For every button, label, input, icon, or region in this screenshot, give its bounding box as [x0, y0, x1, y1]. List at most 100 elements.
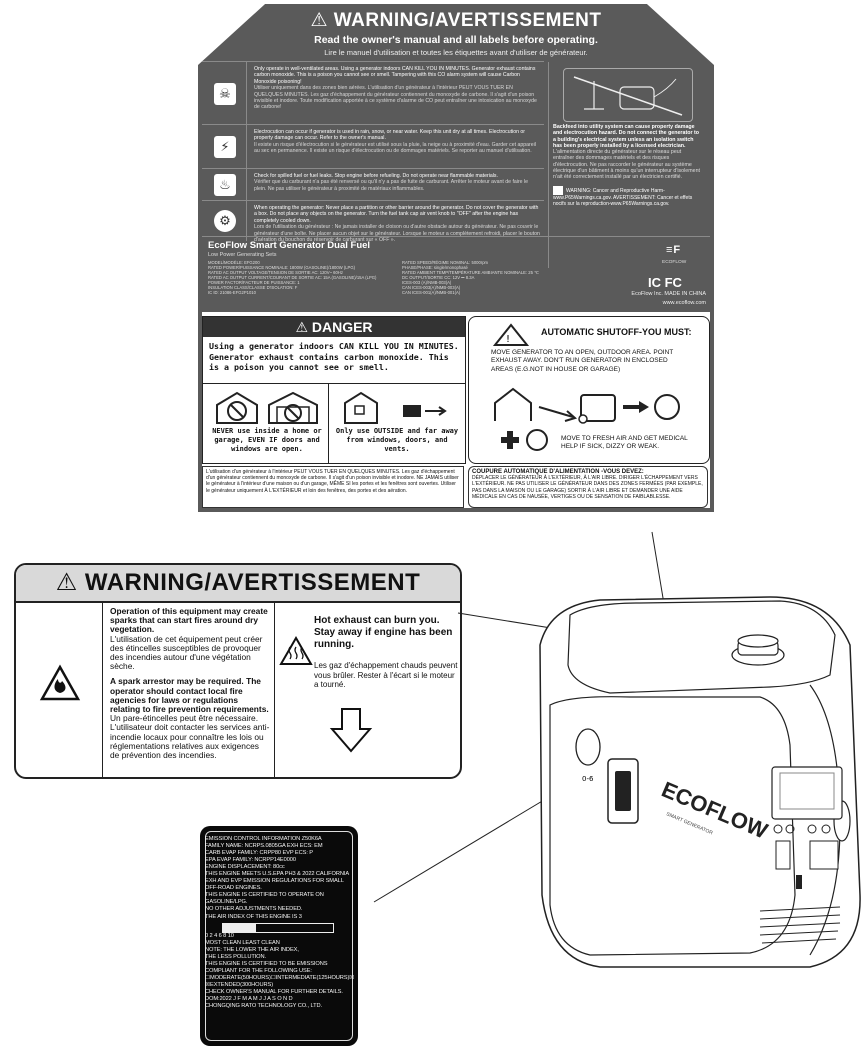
warning-triangle-icon	[553, 186, 563, 195]
svg-text:!: !	[506, 334, 510, 345]
fire-icon: ♨	[214, 174, 236, 196]
emission-line: THIS ENGINE IS CERTIFIED TO BE EMISSIONS	[205, 961, 328, 967]
emission-line: THE AIR INDEX OF THIS ENGINE IS 3	[205, 914, 302, 920]
arrestor-warning-fr: Un pare-étincelles peut être nécessaire.…	[110, 713, 270, 761]
ecoflow-logo-icon: ≡F	[666, 244, 682, 256]
emission-line: DOM:2022 J F M A M J J A S O N D	[205, 996, 293, 1002]
warning-title: ⚠ WARNING/AVERTISSEMENT	[310, 10, 602, 31]
spec-line: RATED SPEED/RÉGIME NOMINAL: 5000rpm	[402, 260, 489, 265]
spec-line: MODEL/MODÈLE: EFG200	[208, 260, 260, 265]
danger-never-text: NEVER use inside a home or garage, EVEN …	[212, 427, 322, 453]
hot-surface-icon	[279, 635, 313, 665]
hazard-text-fr: Vérifier que du carburant n'a pas été re…	[254, 179, 529, 192]
danger-title: ⚠ DANGER	[203, 317, 465, 337]
spark-label-header: ⚠ WARNING/AVERTISSEMENT	[16, 565, 460, 603]
spec-line: CAN ICES-001(A)/NMB-001(A)	[402, 290, 461, 295]
spark-text-column: Operation of this equipment may create s…	[110, 606, 270, 761]
medical-help-icon	[501, 429, 548, 451]
no-indoor-house-icon	[216, 391, 318, 424]
spec-line: DC OUTPUT/SORTIE CC: 12V ⎓ 8.3A	[402, 275, 475, 280]
emission-line: MOST CLEAN LEAST CLEAN	[205, 940, 280, 946]
prop65-warning: WARNING: Cancer and Reproductive Harm-ww…	[553, 186, 703, 207]
made-in-text: EcoFlow Inc. MADE IN CHINA	[631, 291, 706, 297]
hazard-text-fr: Utiliser uniquement dans des zones bien …	[254, 85, 537, 111]
shutoff-fr-box: COUPURE AUTOMATIQUE D'ALIMENTATION -VOUS…	[468, 466, 708, 508]
specs-right: RATED SPEED/RÉGIME NOMINAL: 5000rpm PHAS…	[402, 260, 592, 295]
hazard-row-fire: ♨ Check for spilled fuel or fuel leaks. …	[202, 168, 544, 201]
spec-line: RATED AC OUTPUT CURRENT/COURANT DE SORTI…	[208, 275, 377, 280]
auto-shutoff-box: ! AUTOMATIC SHUTOFF-YOU MUST: MOVE GENER…	[468, 316, 710, 464]
hazard-row-barrier: ⚙ When operating the generator: Never pl…	[202, 200, 544, 244]
read-manual-fr: Lire le manuel d'utilisation et toutes l…	[324, 48, 588, 57]
emission-line: NO OTHER ADJUSTMENTS NEEDED.	[205, 906, 303, 912]
emission-line: CHECK OWNER'S MANUAL FOR FURTHER DETAILS…	[205, 989, 343, 995]
shutoff-text-2: MOVE TO FRESH AIR AND GET MEDICAL HELP I…	[561, 435, 688, 451]
spec-line: RATED AMBIENT TEMP/TEMPÉRATURE AMBIANTE …	[402, 270, 539, 275]
hazard-text-en: When operating the generator: Never plac…	[254, 205, 539, 224]
shutoff-text-1: MOVE GENERATOR TO AN OPEN, OUTDOOR AREA.…	[491, 349, 674, 373]
spec-line: PHASE/PHASE: single/monophasé	[402, 265, 468, 270]
emission-line: COMPLIANT FOR THE FOLLOWING USE:	[205, 968, 312, 974]
co-icon: ☠	[214, 82, 236, 105]
spec-line: RATED POWER/PUISSANCE NOMINALE: 1800W (G…	[208, 265, 355, 270]
read-manual-en: Read the owner's manual and all labels b…	[314, 34, 598, 46]
spec-line: CAN ICES-003(A)/NMB-003(A)	[402, 285, 461, 290]
fire-hazard-icon	[39, 664, 81, 701]
outdoor-use-icon	[344, 391, 447, 424]
emission-line: EPA EVAP FAMILY: NCRPP14E0000	[205, 857, 296, 863]
emission-line: ☐MODERATE(50HOURS)☐INTERMEDIATE(125HOURS…	[205, 975, 355, 981]
emission-line: THIS ENGINE IS CERTIFIED TO OPERATE ON	[205, 892, 324, 898]
danger-area: ⚠ DANGER Using a generator indoors CAN K…	[202, 312, 710, 508]
emission-line: CHONGQING RATO TECHNOLOGY CO., LTD.	[205, 1003, 323, 1009]
hazard-row-electrocution: ⚡ Electrocution can occur if generator i…	[202, 124, 544, 169]
spec-line: ICES-003 (A)/NMB-003(A)	[402, 280, 452, 285]
emission-line: EMISSION CONTROL INFORMATION Z50K6A	[205, 836, 322, 842]
ic-fcc-mark: IC FC	[648, 275, 682, 290]
emission-line: OFF-ROAD ENGINES.	[205, 885, 262, 891]
danger-text-fr: L'utilisation d'un générateur à l'intéri…	[202, 466, 464, 508]
emission-line: ENGINE DISPLACEMENT: 80cc	[205, 864, 285, 870]
backfeed-panel: Backfeed into utility system can cause p…	[548, 62, 709, 268]
spark-warning-label: ⚠ WARNING/AVERTISSEMENT Operation of thi…	[14, 563, 462, 779]
website-text: www.ecoflow.com	[662, 300, 706, 306]
product-subtitle: Low Power Generating Sets	[208, 252, 277, 258]
hazard-text-fr: Lors de l'utilisation du générateur : Ne…	[254, 224, 540, 244]
emission-line: FAMILY NAME: NCRPS.0805GA EXH ECS: EM	[205, 843, 323, 849]
emission-line: GASOLINE/LPG.	[205, 899, 248, 905]
hazard-text-en: Check for spilled fuel or fuel leaks. St…	[254, 173, 498, 179]
product-info: EcoFlow Smart Generator Dual Fuel Low Po…	[202, 236, 710, 313]
generator-illustration: 0-6 ECOFLOW SMART GENERATOR	[539, 596, 861, 968]
barrier-icon: ⚙	[214, 210, 236, 232]
product-title: EcoFlow Smart Generator Dual Fuel	[208, 240, 371, 251]
hazard-row-co: ☠ Only operate in well-ventilated areas.…	[202, 61, 544, 125]
emission-line: THE LESS POLLUTION.	[205, 954, 266, 960]
electrocution-icon: ⚡	[214, 136, 236, 158]
spec-line: INSULATION CLASS/CLASSE D'ISOLATION: F	[208, 285, 298, 290]
spark-label-title: ⚠ WARNING/AVERTISSEMENT	[55, 569, 421, 596]
arrow-down-icon	[329, 708, 373, 753]
hazard-text-fr: Il existe un risque d'électrocution si l…	[254, 141, 536, 155]
exhaust-warning-en: Hot exhaust can burn you. Stay away if e…	[314, 615, 453, 650]
hazard-text-en: Electrocution can occur if generator is …	[254, 129, 526, 142]
shutoff-fr-title: COUPURE AUTOMATIQUE D'ALIMENTATION -VOUS…	[472, 469, 644, 475]
exhaust-warning-fr: Les gaz d'échappement chauds peuvent vou…	[314, 661, 458, 689]
main-warning-label: ⚠ WARNING/AVERTISSEMENT Read the owner's…	[198, 4, 714, 512]
emission-line: THIS ENGINE MEETS U.S.EPA PH3 & 2022 CAL…	[205, 871, 350, 877]
backfeed-text-fr: L'alimentation directe du générateur sur…	[553, 149, 701, 181]
specs-left: MODEL/MODÈLE: EFG200 RATED POWER/PUISSAN…	[208, 260, 408, 295]
emission-line: CARB EVAP FAMILY: CRPP80 EVP ECS: P	[205, 850, 313, 856]
spec-line: POWER FACTOR/FACTEUR DE PUISSANCE: 1	[208, 280, 300, 285]
backfeed-illustration-icon	[563, 68, 693, 122]
arrestor-warning-en: A spark arrestor may be required. The op…	[110, 676, 269, 715]
emission-line: NOTE: THE LOWER THE AIR INDEX,	[205, 947, 299, 953]
svg-text:0-6: 0-6	[582, 775, 594, 783]
emission-line: ☒EXTENDED(300HOURS)	[205, 982, 273, 988]
brand-logo-text: ECOFLOW	[662, 260, 687, 265]
backfeed-text-en: Backfeed into utility system can cause p…	[553, 124, 699, 149]
co-alarm-icon: !	[492, 323, 530, 346]
air-index-scale	[222, 923, 334, 933]
shutoff-title: AUTOMATIC SHUTOFF-YOU MUST:	[541, 327, 692, 337]
spec-line: RATED AC OUTPUT VOLTAGE/TENSION DE SORTI…	[208, 270, 343, 275]
danger-box: ⚠ DANGER Using a generator indoors CAN K…	[202, 316, 466, 464]
move-outdoor-diagram-icon	[494, 387, 680, 424]
